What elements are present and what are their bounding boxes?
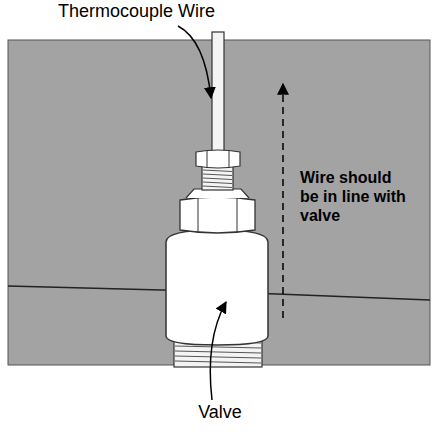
part-label: Thermocouple Wire — [58, 1, 298, 23]
leader-line — [210, 302, 226, 400]
alignment-arrow — [282, 84, 284, 318]
valve-body — [166, 230, 268, 345]
leader-line — [178, 26, 211, 98]
small-nut — [196, 150, 240, 168]
compression-fitting — [202, 166, 233, 190]
hex-nut — [180, 197, 255, 233]
part-label: Valve — [180, 402, 260, 424]
note-text: Wire should be in line with valve — [300, 168, 410, 226]
thermocouple-wire — [212, 32, 224, 152]
